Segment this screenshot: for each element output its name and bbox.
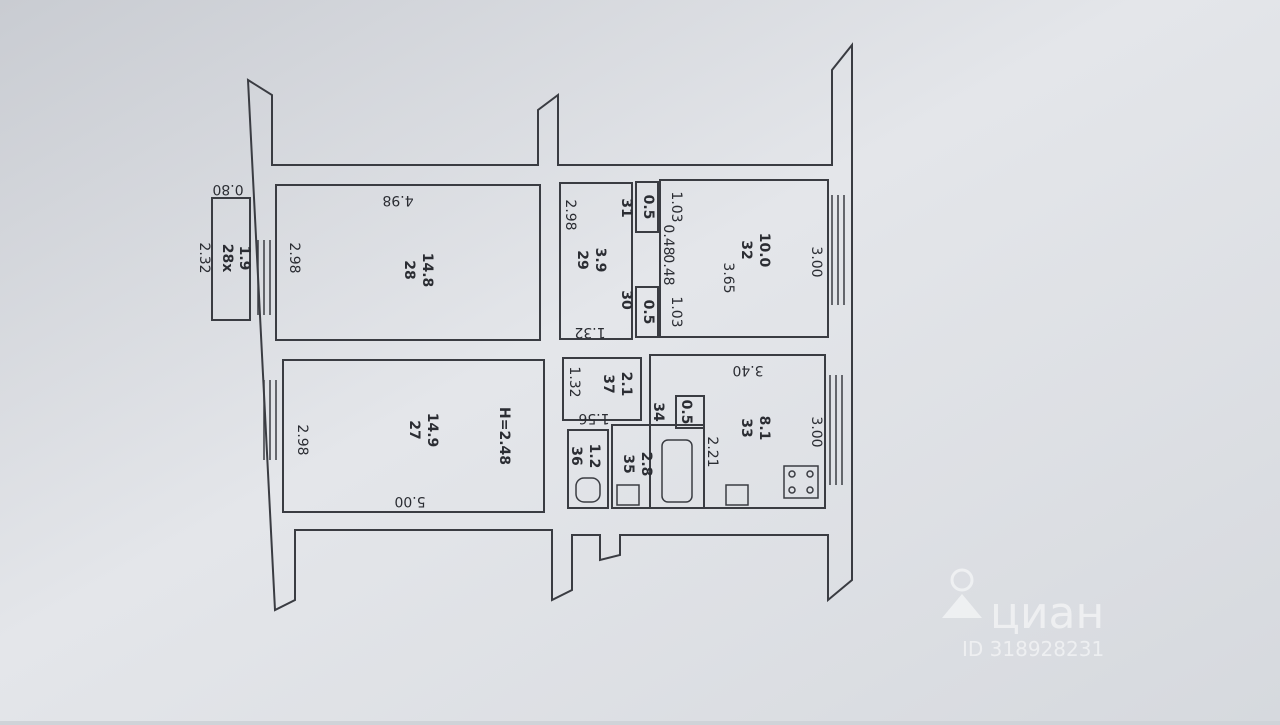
room-30-area: 0.5 [640,300,656,325]
room-32-area: 10.0 [756,233,772,268]
room-29-number: 29 [574,250,590,269]
room-37-dim-b: 1.56 [578,410,609,426]
room-33-dim-a: 3.40 [732,362,763,378]
room-31-dim-b: 0.48 [660,224,676,255]
room-35-area: 2.8 [638,452,654,477]
windows [257,195,845,485]
fixtures [575,439,819,506]
room-28-area: 14.8 [419,253,435,288]
room-28-number: 28 [401,260,417,279]
outer-walls [246,42,853,612]
room-34-area: 0.5 [678,400,694,425]
room-28-dim-b: 4.98 [382,192,413,208]
balcony-length: 2.32 [196,242,212,273]
room-32-dim-a: 3.65 [720,262,736,293]
watermark: циан ID 318928231 [942,568,1104,661]
room-37-number: 37 [600,374,616,393]
balcony-width: 0.80 [212,181,243,197]
room-37-dim-a: 1.32 [566,366,582,397]
room-37-area: 2.1 [618,372,634,397]
room-31-dim-a: 1.03 [668,191,684,222]
room-29-area: 3.9 [592,248,608,273]
room-32-number: 32 [738,240,754,259]
room-27-number: 27 [406,420,422,439]
room-34-number: 34 [650,402,666,422]
room-30-number: 30 [618,290,634,310]
room-29-dim-a: 2.98 [562,199,578,230]
room-28-dim-a: 2.98 [286,242,302,273]
room-30-dim-a: 1.03 [668,296,684,327]
room-36-area: 1.2 [586,444,602,469]
balcony-area: 1.9 [236,246,252,271]
watermark-id: ID 318928231 [962,637,1104,661]
room-33-area: 8.1 [756,416,772,441]
room-29-dim-b: 1.32 [574,324,605,340]
room-outlines [275,179,829,513]
room-labels: H=2.48 28x 1.9 2.32 0.80 27 14.9 2.98 5.… [196,181,824,509]
room-31-area: 0.5 [640,195,656,220]
balcony-outline [211,197,251,321]
height-label: H=2.48 [496,407,512,465]
location-pin-icon [942,568,982,618]
balcony-number: 28x [219,244,235,273]
room-27-dim-a: 2.98 [294,424,310,455]
room-36-number: 36 [568,446,584,465]
room-33-dim-c: 2.21 [704,436,720,467]
room-33-dim-b: 3.00 [808,416,824,447]
room-30-dim-b: 0.48 [660,254,676,285]
room-31-number: 31 [618,198,634,217]
room-27-dim-b: 5.00 [394,493,425,509]
room-27-area: 14.9 [424,413,440,448]
room-33-number: 33 [738,418,754,437]
room-35-number: 35 [620,454,636,473]
watermark-brand: циан [990,588,1104,639]
room-32-dim-b: 3.00 [808,246,824,277]
